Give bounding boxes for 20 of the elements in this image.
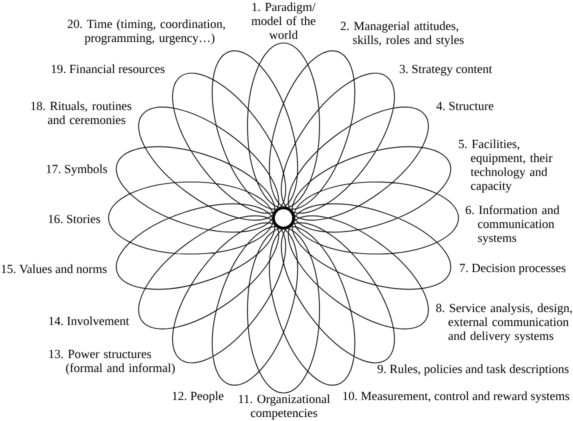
petal-label: 18. Rituals, routines and ceremonies: [31, 101, 132, 124]
petal-label: 20. Time (timing, coordination, programming, urgency…): [68, 19, 225, 45]
petal-label: 10. Measurement, control and reward systems: [343, 391, 570, 403]
petal-label: 5. Facilities, equipment, their technology and capacity: [458, 139, 552, 193]
petal-label: 14. Involvement: [49, 316, 130, 326]
petal-label: 4. Structure: [436, 102, 494, 110]
petal-label: 16. Stories: [48, 214, 100, 224]
petal-label: 1. Paradigm/ model of the world: [252, 2, 316, 40]
petal-label: 6. Information and communication systems: [466, 205, 560, 245]
petal-label: 3. Strategy content: [400, 64, 492, 76]
petal-label: 17. Symbols: [46, 164, 108, 176]
petal-label: 7. Decision processes: [460, 264, 566, 275]
petal-label: 13. Power structures (formal and informal): [49, 350, 175, 375]
petal-label: 12. People: [172, 391, 224, 403]
petal-label: 8. Service analysis, design, external communication and delivery systems: [436, 303, 572, 343]
petal-label: 9. Rules, policies and task descriptions: [378, 364, 569, 376]
petal-label: 11. Organizational competencies: [238, 394, 330, 420]
petal-label: 15. Values and norms: [2, 264, 107, 274]
petal-label: 2. Managerial attitudes, skills, roles and styles: [340, 21, 464, 47]
petal-label: 19. Financial resources: [52, 64, 164, 74]
